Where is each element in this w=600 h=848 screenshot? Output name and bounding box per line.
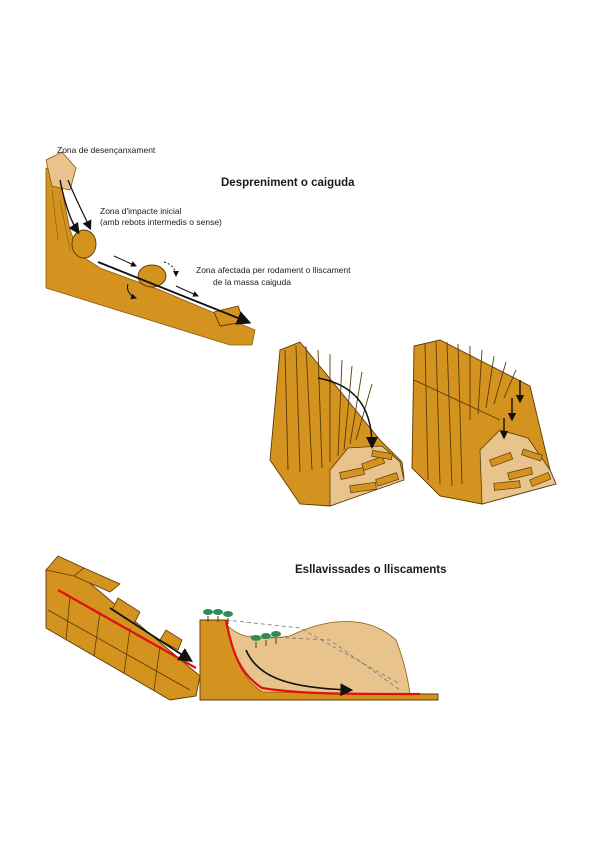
affected-zone-label-2: de la massa caiguda (213, 277, 291, 287)
falling-block-1 (72, 230, 96, 258)
rockfall-figure: Zona de desençanxament Zona d'impacte in… (46, 145, 355, 345)
falls-title: Despreniment o caiguda (221, 177, 355, 189)
toppling-figure-left (270, 342, 404, 506)
falling-block-3 (214, 306, 244, 326)
impact-zone-label-2: (amb rebots intermedis o sense) (100, 217, 222, 227)
impact-zone-label-1: Zona d'impacte inicial (100, 206, 182, 216)
translational-slide-figure (46, 556, 200, 700)
toppling-figure-right (412, 340, 556, 504)
tree-icon (203, 609, 233, 624)
slides-title: Esllavissades o lliscaments (295, 564, 447, 576)
release-zone-label: Zona de desençanxament (57, 145, 156, 155)
affected-zone-label-1: Zona afectada per rodament o lliscament (196, 265, 351, 275)
rotational-slide-figure (200, 609, 438, 700)
